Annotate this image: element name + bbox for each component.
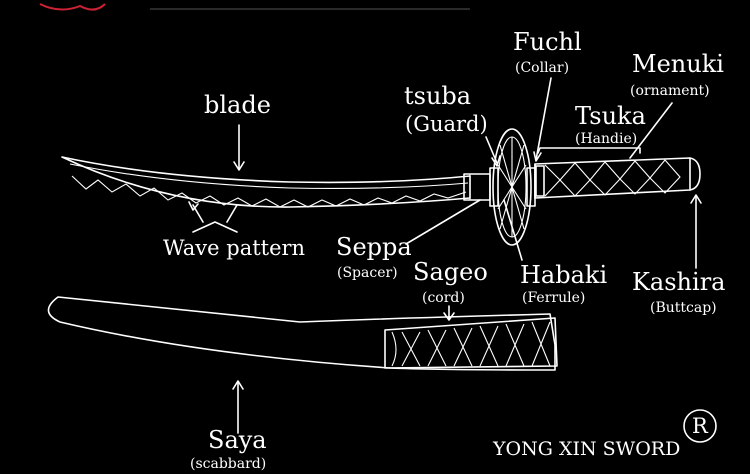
label-habaki-sub: (Ferrule) <box>522 290 585 306</box>
brand-name: YONG XIN SWORD <box>492 438 680 460</box>
label-wave-pattern: Wave pattern <box>163 236 305 260</box>
label-kashira-sub: (Buttcap) <box>650 300 717 316</box>
label-fuchi-sub: (Collar) <box>515 60 569 76</box>
registered-mark-letter: R <box>692 414 709 438</box>
label-kashira: Kashira <box>632 268 725 296</box>
label-tsuba: tsuba <box>404 82 471 110</box>
label-saya-sub: (scabbard) <box>190 456 266 472</box>
label-seppa-sub: (Spacer) <box>337 265 398 281</box>
label-sageo-sub: (cord) <box>422 290 465 306</box>
label-tsuka: Tsuka <box>575 102 646 130</box>
label-saya: Saya <box>208 426 267 454</box>
tsuka-handle <box>534 157 701 199</box>
label-tsuba-sub: (Guard) <box>405 112 488 136</box>
tsuba-guard <box>492 128 532 246</box>
label-menuki: Menuki <box>632 50 724 78</box>
top-corner-decoration <box>39 3 470 11</box>
registered-mark: R <box>683 409 717 443</box>
saya-scabbard <box>47 296 558 371</box>
sword-blade <box>61 156 471 208</box>
label-habaki: Habaki <box>520 261 607 289</box>
habaki-part <box>463 173 491 201</box>
label-sageo: Sageo <box>413 258 488 286</box>
label-fuchi: Fuchl <box>513 28 582 56</box>
label-blade: blade <box>204 91 271 119</box>
label-menuki-sub: (ornament) <box>630 83 710 99</box>
label-tsuka-sub: (Handie) <box>575 131 637 147</box>
callout-lines <box>188 77 702 434</box>
label-seppa: Seppa <box>336 233 412 261</box>
